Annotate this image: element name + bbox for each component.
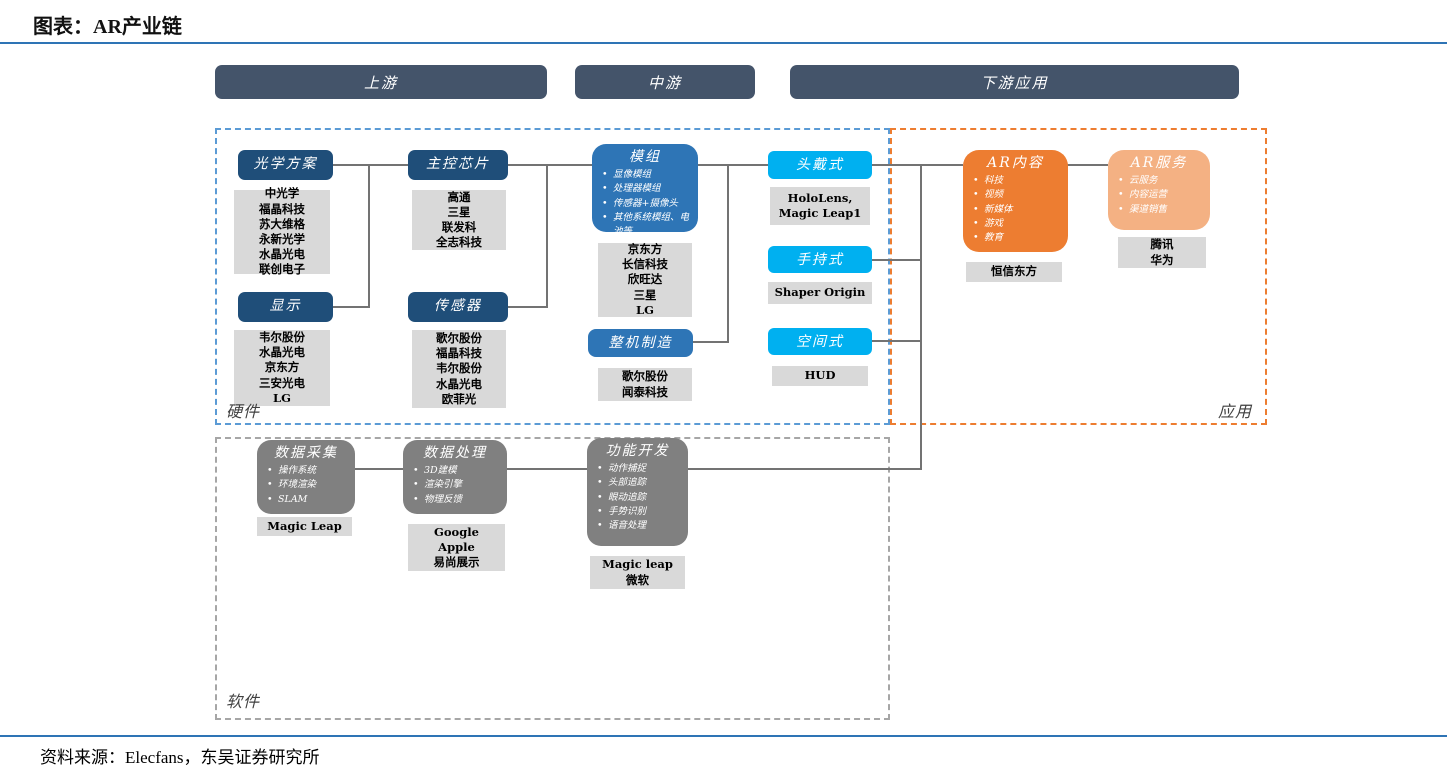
data-collection-bullet-list: 操作系统环境渲染SLAM: [257, 464, 355, 511]
top-divider: [0, 42, 1447, 44]
companies-data-collection: Magic Leap: [257, 517, 352, 536]
hardware-section-frame: [215, 128, 890, 425]
bottom-divider: [0, 735, 1447, 737]
companies-sensor: 歌尔股份福晶科技韦尔股份水晶光电欧菲光: [412, 330, 506, 408]
companies-main-chip: 高通三星联发科全志科技: [412, 190, 506, 250]
node-sensor: 传感器: [408, 292, 508, 322]
connector-line: [333, 306, 370, 308]
companies-optics: 中光学福晶科技苏大维格永新光学水晶光电联创电子: [234, 186, 330, 276]
connector-line: [698, 164, 768, 166]
stage-bar-downstream: 下游应用: [790, 65, 1239, 99]
stage-bar-upstream: 上游: [215, 65, 547, 99]
software-section-label: 软件: [226, 692, 261, 711]
connector-line: [693, 341, 729, 343]
companies-assembly: 歌尔股份闻泰科技: [598, 368, 692, 401]
node-ar-service: AR服务 云服务内容运营渠道销售: [1108, 150, 1210, 230]
application-section-frame: [890, 128, 1267, 425]
figure-title: 图表：AR产业链: [33, 16, 182, 38]
connector-line: [508, 306, 548, 308]
node-handheld: 手持式: [768, 246, 872, 273]
data-processing-bullet-list: 3D建模渲染引擎物理反馈: [403, 464, 507, 511]
node-data-processing: 数据处理 3D建模渲染引擎物理反馈: [403, 440, 507, 514]
node-spatial: 空间式: [768, 328, 872, 355]
connector-line: [688, 468, 920, 470]
connector-line: [508, 164, 592, 166]
ar-content-bullet-list: 科技视频新媒体游戏教育: [963, 174, 1068, 249]
connector-line: [507, 468, 587, 470]
node-display: 显示: [238, 292, 333, 322]
node-module: 模组 显像模组处理器模组传感器+摄像头其他系统模组、电池等: [592, 144, 698, 237]
node-main-chip: 主控芯片: [408, 150, 508, 180]
application-section-label: 应用: [1218, 402, 1253, 421]
stage-bar-midstream: 中游: [575, 65, 755, 99]
node-assembly: 整机制造: [588, 329, 693, 357]
connector-line: [727, 164, 729, 343]
connector-line: [333, 164, 408, 166]
connector-line: [355, 468, 403, 470]
ar-service-bullet-list: 云服务内容运营渠道销售: [1108, 174, 1210, 221]
connector-line: [368, 164, 370, 308]
software-section-frame: [215, 437, 890, 720]
node-function-dev: 功能开发 动作捕捉头部追踪眼动追踪手势识别语音处理: [587, 438, 688, 546]
node-optics: 光学方案: [238, 150, 333, 180]
node-ar-content: AR内容 科技视频新媒体游戏教育: [963, 150, 1068, 252]
companies-spatial: HUD: [772, 366, 868, 386]
companies-ar-content: 恒信东方: [966, 262, 1062, 282]
function-dev-bullet-list: 动作捕捉头部追踪眼动追踪手势识别语音处理: [587, 462, 688, 537]
connector-line: [546, 164, 548, 308]
connector-line: [872, 259, 920, 261]
module-bullet-list: 显像模组处理器模组传感器+摄像头其他系统模组、电池等: [592, 168, 698, 243]
source-note: 资料来源：Elecfans，东吴证券研究所: [40, 748, 320, 767]
node-headset: 头戴式: [768, 151, 872, 179]
connector-line: [920, 164, 922, 470]
node-data-collection: 数据采集 操作系统环境渲染SLAM: [257, 440, 355, 514]
hardware-section-label: 硬件: [226, 402, 261, 421]
companies-handheld: Shaper Origin: [768, 282, 872, 304]
companies-ar-service: 腾讯华为: [1118, 237, 1206, 268]
connector-line: [1067, 164, 1108, 166]
connector-line: [872, 164, 963, 166]
connector-line: [872, 340, 920, 342]
companies-headset: HoloLens,Magic Leap1: [770, 187, 870, 225]
